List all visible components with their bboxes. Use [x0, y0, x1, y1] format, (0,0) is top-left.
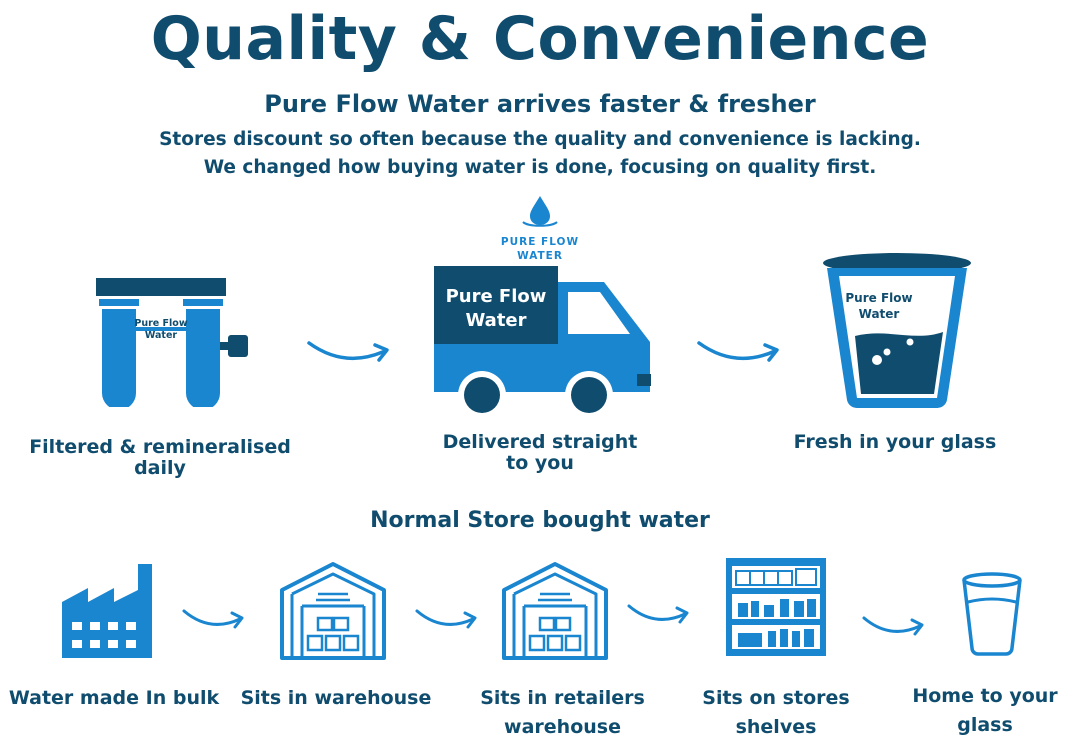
step-label-line-1: Water made In bulk — [8, 687, 220, 709]
step-label-line-1: Delivered straight — [442, 431, 638, 453]
step-label-fresh: Fresh in your glass — [760, 432, 1030, 453]
step-label-line-2: warehouse — [504, 716, 621, 738]
page-title: Quality & Convenience — [150, 4, 930, 74]
curved-arrow-icon — [307, 341, 389, 362]
glass-text-line-1: Pure Flow — [845, 291, 912, 305]
intro-line-1: Stores discount so often because the qua… — [159, 129, 921, 150]
step-label-line-2: to you — [506, 452, 574, 474]
step-label-shelves: Sits on stores shelves — [670, 684, 882, 742]
glass-icon — [962, 572, 1022, 656]
step-label-warehouse: Sits in warehouse — [226, 684, 446, 713]
step-label-delivered: Delivered straight to you — [400, 432, 680, 474]
step-label-line-1: Sits on stores — [702, 687, 850, 709]
step-label-line-2: glass — [957, 714, 1013, 736]
curved-arrow-icon — [627, 604, 689, 624]
step-label-filtered: Filtered & remineralised daily — [20, 437, 300, 479]
curved-arrow-icon — [697, 341, 779, 362]
glass-text-line-2: Water — [859, 307, 900, 321]
water-drop-icon — [522, 196, 558, 227]
intro-line-2: We changed how buying water is done, foc… — [203, 157, 877, 178]
step-label-line-1: Sits in retailers — [480, 687, 645, 709]
curved-arrow-icon — [182, 609, 244, 629]
factory-icon — [62, 564, 152, 658]
step-label-home: Home to your glass — [890, 682, 1080, 740]
filter-text-line-2: Water — [145, 330, 178, 341]
step-label-line-1: Home to your — [912, 685, 1058, 707]
step-label-line-1: Filtered & remineralised — [29, 436, 291, 458]
warehouse-icon — [280, 562, 386, 660]
warehouse-icon — [502, 562, 608, 660]
step-label-line-1: Sits in warehouse — [240, 687, 432, 709]
page-subtitle: Pure Flow Water arrives faster & fresher — [264, 90, 816, 118]
filter-text-line-1: Pure Flow — [134, 318, 187, 329]
step-label-retailers: Sits in retailers warehouse — [455, 684, 670, 742]
water-filter-icon: Pure Flow Water — [96, 278, 248, 407]
curved-arrow-icon — [415, 609, 477, 629]
step-label-line-2: shelves — [735, 716, 817, 738]
truck-text-line-2: Water — [465, 310, 526, 331]
step-label-line-2: daily — [134, 457, 186, 479]
step-label-bulk: Water made In bulk — [0, 684, 228, 713]
pure-flow-logo: PURE FLOW WATER — [501, 196, 579, 262]
water-glass-icon: Pure Flow Water — [823, 253, 971, 409]
curved-arrow-icon — [862, 616, 924, 636]
store-shelves-icon — [726, 558, 826, 656]
delivery-truck-icon: Pure Flow Water — [434, 266, 651, 419]
section-heading: Normal Store bought water — [370, 508, 710, 533]
step-label-line-1: Fresh in your glass — [793, 431, 997, 453]
truck-text-line-1: Pure Flow — [446, 286, 547, 307]
logo-line-2: WATER — [517, 250, 563, 262]
logo-line-1: PURE FLOW — [501, 236, 579, 248]
